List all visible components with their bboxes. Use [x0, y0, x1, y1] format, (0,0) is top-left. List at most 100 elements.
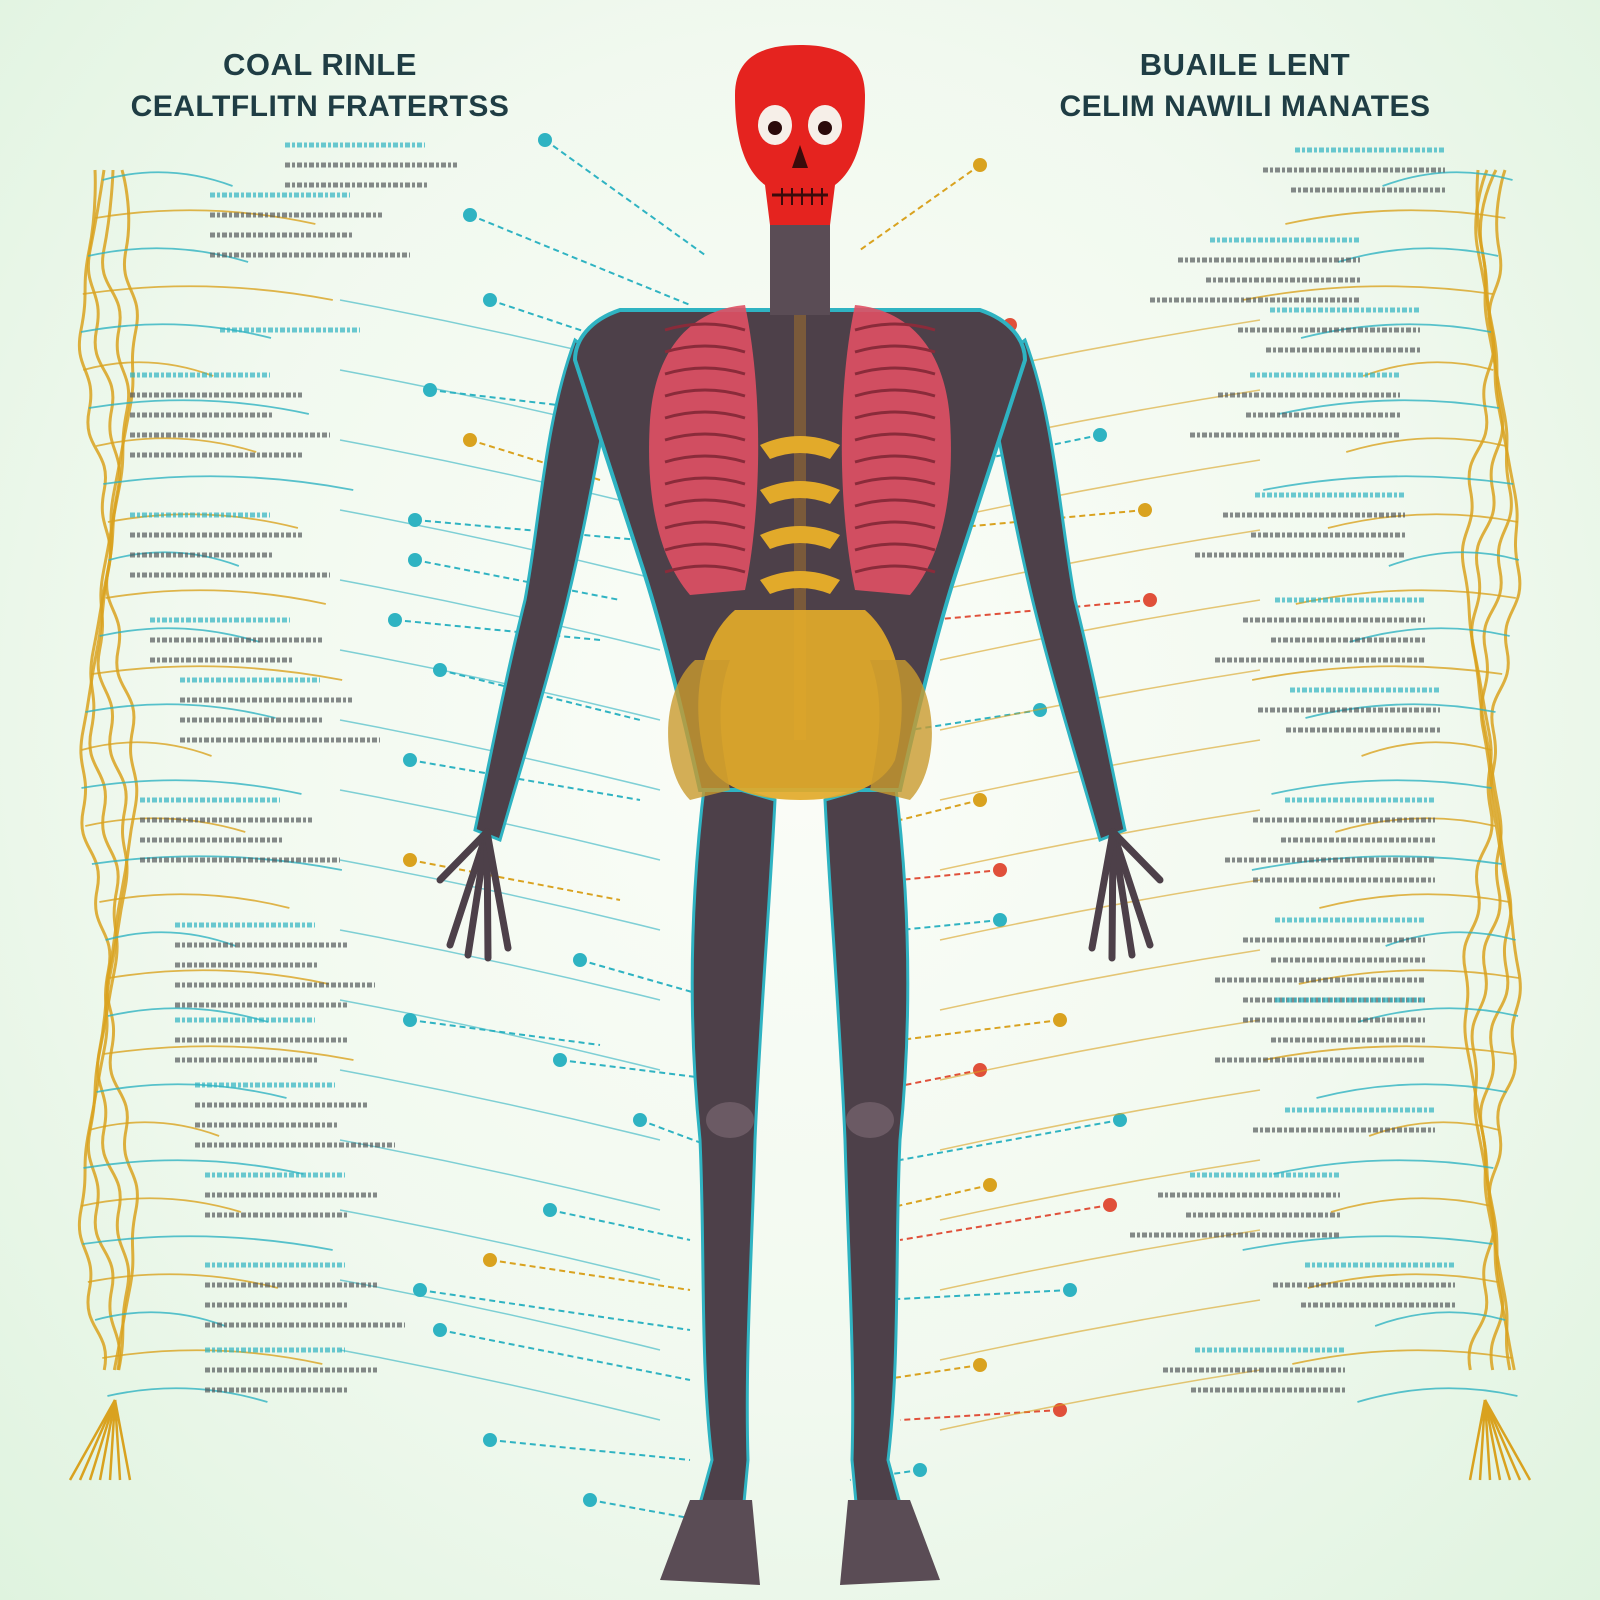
rib-line — [854, 476, 936, 486]
nerve-branch — [1273, 1159, 1494, 1175]
nerve-branch — [103, 475, 354, 491]
nerve-branch — [1316, 1083, 1507, 1099]
nerve-root — [1483, 1399, 1512, 1481]
rib-line — [854, 432, 936, 442]
rib-line — [664, 410, 746, 420]
vessel-line — [939, 1229, 1261, 1291]
label-pin-icon — [983, 1178, 997, 1192]
nerve-branch — [107, 1387, 268, 1403]
vessel-line — [939, 949, 1261, 1011]
rib-line — [854, 454, 936, 464]
pointer-line — [899, 919, 1001, 931]
pointer-line — [439, 1329, 691, 1381]
label-pin-icon — [463, 208, 477, 222]
nerve-branch — [105, 931, 236, 947]
vessel-line — [339, 439, 661, 511]
pointer-line — [879, 1289, 1071, 1301]
nerve-branch — [102, 171, 233, 187]
label-pin-icon — [413, 1283, 427, 1297]
label-pin-icon — [973, 1063, 987, 1077]
rib-line — [854, 344, 936, 354]
left-hand — [436, 828, 512, 962]
nerve-branch — [1263, 475, 1514, 491]
vessel-line — [339, 579, 661, 651]
label-pin-icon — [543, 1203, 557, 1217]
label-pin-icon — [483, 293, 497, 307]
nerve-trunk — [105, 169, 139, 1371]
nerve-branch — [1361, 741, 1492, 757]
nerve-branch — [1374, 1311, 1506, 1327]
nerve-tree-icon — [68, 169, 1532, 1481]
right-leg — [823, 778, 912, 1547]
right-heading-line1: BUAILE LENT — [1139, 47, 1351, 82]
label-pin-icon — [1063, 1283, 1077, 1297]
nerve-branch — [105, 589, 326, 605]
nerve-branch — [94, 1311, 226, 1327]
rib-line — [854, 388, 936, 398]
nerve-branch — [1278, 399, 1499, 415]
skull-icon — [735, 45, 865, 225]
vessel-line — [339, 1279, 661, 1351]
nerve-branch — [95, 209, 316, 225]
right-foot — [840, 1500, 940, 1585]
label-pin-icon — [1093, 428, 1107, 442]
label-pin-icon — [993, 863, 1007, 877]
nerve-branch — [1335, 817, 1496, 833]
pointer-line — [414, 559, 621, 601]
nerve-branch — [80, 1197, 242, 1213]
nerve-branch — [1362, 361, 1494, 377]
nerve-trunk — [77, 169, 112, 1371]
vertebra — [760, 571, 840, 594]
nerve-branch — [1368, 1121, 1500, 1137]
pointer-line — [899, 869, 1001, 881]
right-heading-line2: CELIM NAWILI MANATES — [1059, 90, 1431, 123]
left-lung-icon — [649, 305, 759, 595]
label-pin-icon — [1143, 593, 1157, 607]
nerve-branch — [85, 703, 276, 719]
pointer-line — [859, 164, 981, 251]
nerve-trunk — [86, 169, 122, 1371]
label-pin-icon — [433, 1323, 447, 1337]
rib-line — [664, 498, 746, 508]
nerve-branch — [103, 1045, 354, 1061]
rib-line — [854, 322, 936, 332]
right-heading: BUAILE LENT CELIM NAWILI MANATES — [1030, 45, 1460, 129]
nerve-branch — [81, 741, 212, 757]
label-pin-icon — [1053, 1013, 1067, 1027]
label-pin-icon — [403, 1013, 417, 1027]
pointer-line — [899, 1119, 1121, 1161]
human-skeleton-figure — [436, 45, 1164, 1585]
vessel-line — [939, 1369, 1261, 1431]
label-pin-icon — [993, 913, 1007, 927]
annotation-text-blocks — [130, 142, 1455, 1393]
nerve-branch — [1327, 513, 1519, 529]
vessel-line — [939, 1159, 1261, 1221]
nerve-branch — [1357, 1007, 1519, 1023]
pointer-line — [899, 1204, 1111, 1241]
label-pin-icon — [1103, 1198, 1117, 1212]
rib-line — [854, 520, 936, 530]
label-pin-icon — [403, 853, 417, 867]
rib-line — [854, 366, 936, 376]
label-pin-icon — [483, 1433, 497, 1447]
nerve-branch — [91, 855, 343, 871]
nerve-branch — [1295, 589, 1516, 605]
vessel-line — [339, 929, 661, 1001]
nerve-root — [78, 1399, 117, 1481]
label-pin-icon — [483, 1253, 497, 1267]
right-hip-organ — [870, 660, 932, 800]
rib-line — [854, 542, 936, 552]
nerve-branch — [81, 779, 302, 795]
pointer-line — [409, 1019, 601, 1046]
vessel-line — [939, 669, 1261, 731]
vessel-line — [339, 1139, 661, 1211]
label-pin-icon — [388, 613, 402, 627]
neck — [770, 215, 830, 315]
vessel-line — [939, 459, 1261, 521]
vessel-line — [339, 1069, 661, 1141]
vessel-line — [939, 529, 1261, 591]
pointer-line — [929, 509, 1146, 531]
nerve-root — [1478, 1399, 1487, 1481]
vessel-line — [939, 1299, 1261, 1361]
